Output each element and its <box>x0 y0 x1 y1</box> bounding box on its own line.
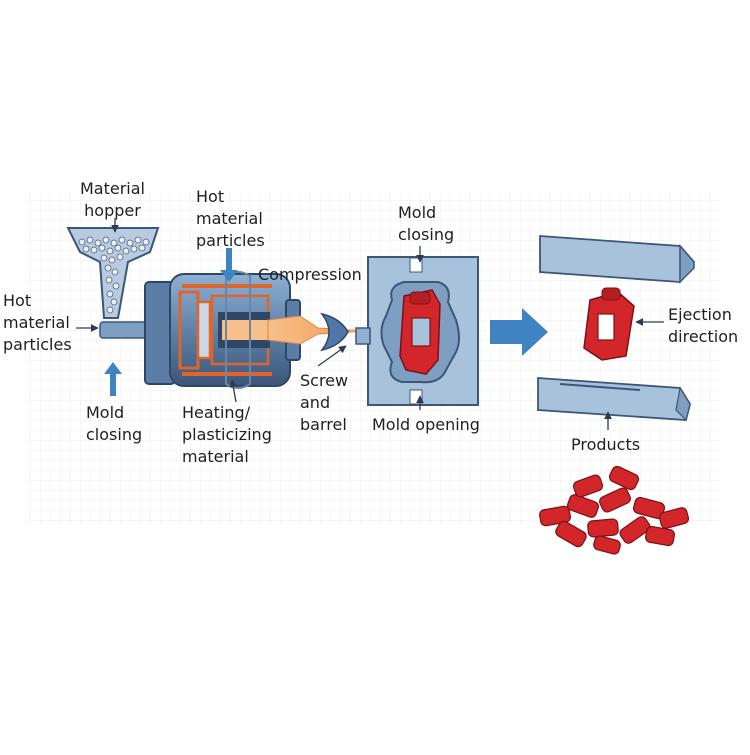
material-hopper <box>66 227 160 319</box>
hopper-pellets <box>78 236 150 314</box>
label-hot-material-particles-top: Hot material particles <box>196 187 265 250</box>
label-ejection-direction: Ejection direction <box>668 305 739 346</box>
product-pile <box>539 465 690 555</box>
label-heating-plasticizing: Heating/ plasticizing material <box>182 403 272 466</box>
mold-plate-top <box>539 235 696 284</box>
label-products: Products <box>571 435 641 454</box>
mold-plate-bottom <box>537 377 691 422</box>
ejected-part <box>583 287 635 361</box>
direction-arrows <box>104 248 238 396</box>
label-material-hopper: Material hopper <box>80 179 145 220</box>
label-screw-and-barrel: Screw and barrel <box>300 371 349 434</box>
annotation-arrows <box>76 218 664 430</box>
label-hot-material-particles-left: Hot material particles <box>3 291 72 354</box>
label-mold-closing-bottom: Mold closing <box>86 403 143 444</box>
process-flow-arrow <box>490 308 548 356</box>
mold <box>355 256 479 406</box>
label-mold-opening: Mold opening <box>372 415 480 434</box>
screw-tip <box>320 312 349 352</box>
label-mold-closing-top: Mold closing <box>398 203 455 244</box>
label-compression: Compression <box>258 265 362 284</box>
